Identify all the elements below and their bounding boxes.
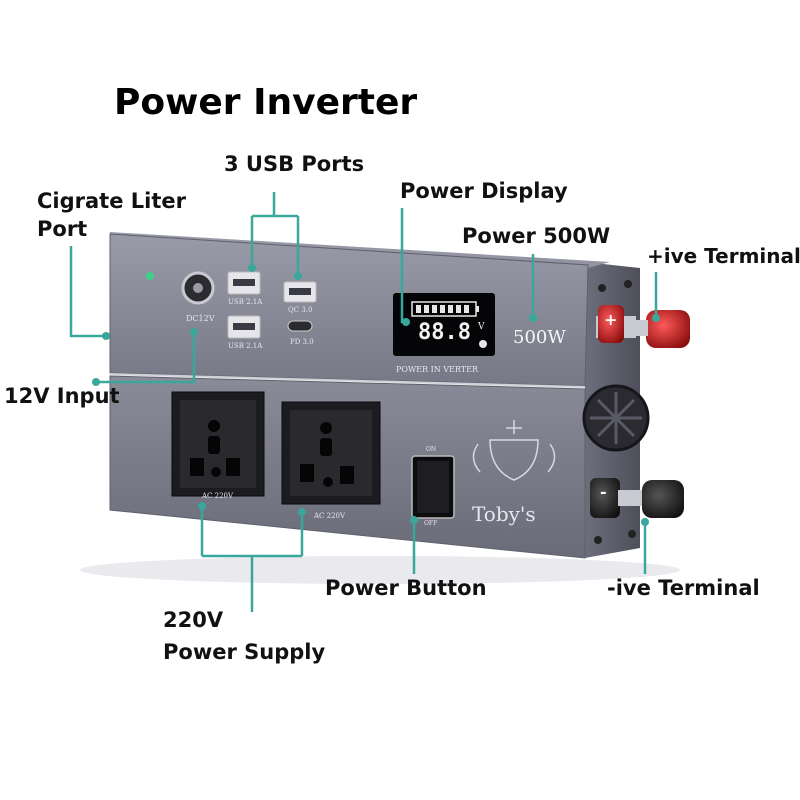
dc12v-print: DC12V <box>186 314 215 323</box>
qc-print: QC 3.0 <box>288 306 313 314</box>
socket-1-print: AC 220V <box>202 492 234 500</box>
label-12v-input: 12V Input <box>4 384 120 408</box>
pos-sign-print: + <box>604 310 618 329</box>
pd-print: PD 3.0 <box>290 338 314 346</box>
brand-print: Toby's <box>472 502 536 526</box>
neg-terminal-base <box>590 478 620 518</box>
pos-terminal-shaft <box>626 320 648 336</box>
pos-terminal-base <box>598 305 624 343</box>
power-switch-rocker <box>417 461 449 513</box>
label-cigarette-port-2: Port <box>37 217 88 241</box>
ac-socket-2 <box>281 401 381 505</box>
page-title: Power Inverter <box>114 82 418 123</box>
label-power-500w: Power 500W <box>462 224 611 248</box>
usb-a-port-2-slot <box>233 323 255 330</box>
panel-text-print: POWER IN VERTER <box>396 365 478 374</box>
status-led <box>146 272 154 280</box>
label-supply-1: 220V <box>163 608 224 632</box>
neg-terminal-shaft <box>618 490 644 506</box>
label-cigarette-port-1: Cigrate Liter <box>37 189 186 213</box>
usb-a-1-print: USB 2.1A <box>228 298 263 306</box>
label-pos-terminal: +ive Terminal <box>647 244 800 268</box>
battery-bars <box>416 305 469 313</box>
dc-socket-pin <box>193 283 203 293</box>
display-digits: 88.8 <box>418 320 471 345</box>
switch-on-print: ON <box>426 446 437 453</box>
display-dot <box>479 340 487 348</box>
usb-qc-port-slot <box>289 288 311 295</box>
label-power-button: Power Button <box>325 576 487 600</box>
label-power-display: Power Display <box>400 179 568 203</box>
label-usb-ports: 3 USB Ports <box>224 152 365 176</box>
neg-sign-print: - <box>600 482 607 501</box>
usb-a-2-print: USB 2.1A <box>228 342 263 350</box>
usb-a-port-1-slot <box>233 279 255 286</box>
socket-2-print: AC 220V <box>314 512 346 520</box>
neg-terminal-knob <box>642 480 684 518</box>
usb-c-port <box>287 320 313 332</box>
label-neg-terminal: -ive Terminal <box>607 576 760 600</box>
ac-socket-1 <box>171 391 265 497</box>
switch-off-print: OFF <box>424 520 438 527</box>
fan-blades <box>590 392 642 444</box>
pos-terminal-knob <box>646 310 690 348</box>
label-supply-2: Power Supply <box>163 640 326 664</box>
battery-tip <box>476 306 479 312</box>
display-unit: V <box>478 322 485 332</box>
wattage-print: 500W <box>513 327 566 348</box>
brand-crest <box>472 420 556 481</box>
